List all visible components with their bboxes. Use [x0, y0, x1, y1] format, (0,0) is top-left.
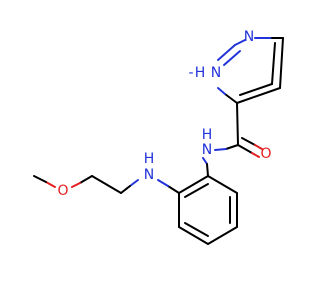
atom-label-aniline-n: N — [144, 167, 154, 183]
bond-carbonyl-n-blue — [214, 148, 227, 151]
bond-carbonyl-o-double — [241, 137, 256, 146]
bond-c4-c5-double — [239, 83, 273, 96]
bond-naniline-ch2-blue — [129, 179, 139, 187]
bond-c4-c3 — [178, 226, 209, 245]
bond-o-ch3-red — [45, 181, 56, 188]
atom-label-pyrazole-n1-h-dash: - — [188, 65, 193, 81]
atom-label-amide-o: O — [260, 146, 271, 162]
atom-label-aniline-h: H — [144, 151, 155, 167]
bond-carbonyl-o-red — [251, 152, 260, 158]
molecule-svg: N N H - O N H N H O — [33, 29, 284, 245]
bond-c3-c4-double — [271, 42, 276, 85]
atom-label-pyrazole-n1: N — [211, 65, 221, 81]
atom-label-ether-o: O — [57, 183, 68, 199]
bond-n1-n2-double — [223, 50, 241, 66]
bond-c1-c6 — [207, 175, 238, 194]
pyrazole-ring — [217, 37, 284, 104]
bond-ch2-o-red — [71, 182, 81, 188]
bond-carbonyl-o — [237, 144, 253, 154]
bond-ch2-ch2 — [91, 175, 122, 194]
bond-carbonyl-o-double-red — [254, 144, 263, 150]
bond-c5-c4 — [207, 226, 238, 245]
bond-c2-c1-double — [184, 183, 209, 198]
bond-ch2-o — [79, 175, 93, 184]
bond-c3-c4 — [279, 37, 284, 89]
bond-c5-n1-n — [217, 87, 226, 95]
bond-c2-naniline-blue — [157, 179, 169, 187]
benzene-ring — [178, 157, 238, 245]
molecule-structure-diagram: N N H - O N H N H O — [33, 29, 284, 245]
bond-naniline-ch2 — [120, 185, 131, 194]
bond-c4-c3-double — [184, 222, 209, 237]
bond-carbonyl-n — [225, 144, 239, 150]
bond-c2-naniline — [167, 185, 180, 194]
bond-c4-c5 — [236, 87, 281, 104]
methoxyethyl-chain — [33, 175, 180, 194]
atom-label-pyrazole-n1-h: H — [195, 65, 206, 81]
bond-c5-carbonyl — [236, 102, 239, 146]
atom-labels: N N H - O N H N H O — [57, 29, 271, 199]
atom-label-amide-h: H — [202, 127, 213, 143]
bond-c2-c1 — [178, 175, 209, 194]
bond-n1-n2-end — [234, 39, 246, 46]
bond-n1-n2 — [217, 44, 236, 61]
bond-o-ch3 — [33, 175, 47, 183]
atom-label-pyrazole-n2: N — [244, 29, 254, 45]
bond-c5-n1 — [224, 93, 238, 104]
atom-label-amide-n: N — [202, 142, 212, 158]
amide-group — [214, 102, 263, 158]
bond-namide-c1 — [206, 163, 209, 177]
bond-namide-c1-blue — [202, 157, 208, 165]
